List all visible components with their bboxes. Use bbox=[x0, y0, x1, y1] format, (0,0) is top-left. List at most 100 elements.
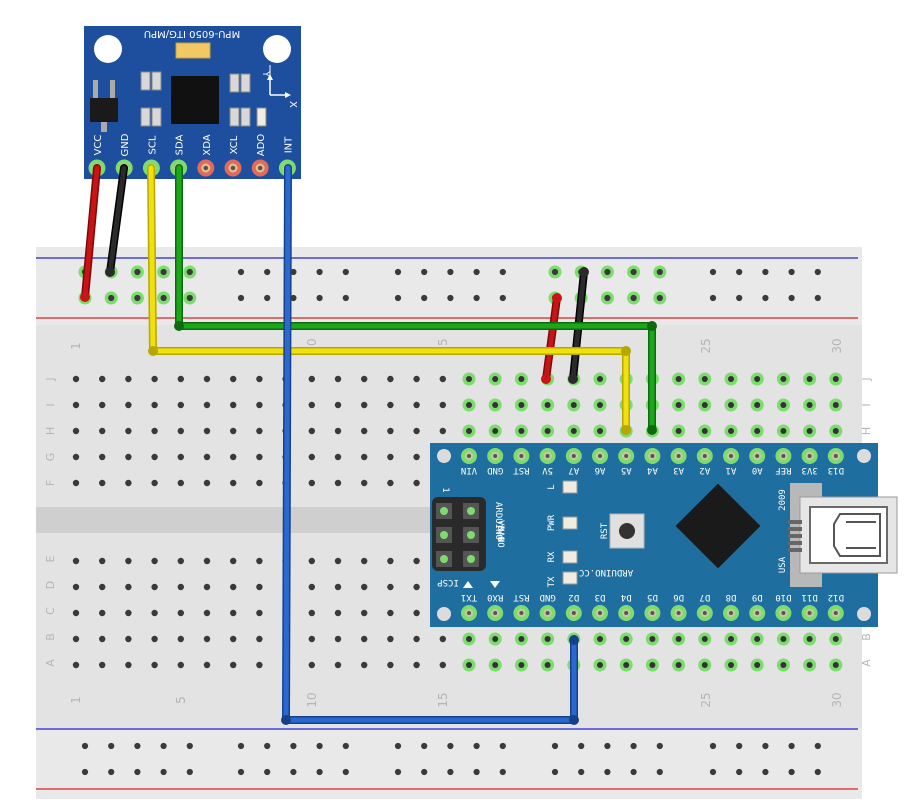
breadboard-hole bbox=[754, 376, 761, 382]
breadboard-hole bbox=[701, 662, 708, 668]
led-tx bbox=[562, 571, 578, 585]
rail-hole bbox=[814, 768, 821, 776]
breadboard-hole bbox=[308, 427, 315, 435]
nano-label-arduino: ARDUINO bbox=[493, 502, 503, 540]
rail-hole bbox=[788, 742, 795, 750]
nano-pin-center bbox=[493, 454, 498, 458]
mpu-pin-label: ADO bbox=[256, 134, 267, 157]
breadboard-hole bbox=[701, 402, 708, 408]
breadboard-hole bbox=[308, 401, 315, 409]
wire-mpu-vcc-red-core bbox=[82, 165, 100, 300]
breadboard-hole bbox=[832, 636, 839, 642]
breadboard-hole bbox=[728, 428, 734, 434]
col-num-25-top: 25 bbox=[699, 338, 713, 353]
breadboard-hole bbox=[728, 662, 734, 668]
nano-pin-center bbox=[650, 454, 655, 458]
rail-hole bbox=[762, 768, 769, 776]
rail-hole bbox=[108, 742, 115, 750]
reset-button-cap[interactable] bbox=[619, 523, 635, 539]
rail-hole bbox=[316, 294, 323, 302]
breadboard-hole bbox=[570, 402, 577, 408]
nano-pin-center bbox=[545, 611, 550, 615]
nano-bottom-pin-label: D6 bbox=[673, 592, 684, 602]
rail-hole bbox=[134, 742, 141, 750]
breadboard-hole bbox=[203, 375, 211, 383]
wire-scl-yellow-core bbox=[148, 165, 629, 433]
breadboard-hole bbox=[308, 635, 315, 643]
smd-capacitor bbox=[140, 107, 151, 127]
rail-hole bbox=[81, 768, 89, 776]
nano-label-rst: RST bbox=[600, 522, 610, 539]
rail-hole bbox=[160, 768, 167, 776]
nano-label-version: V3.0 bbox=[495, 520, 505, 542]
breadboard-hole bbox=[99, 609, 106, 617]
breadboard-hole bbox=[387, 609, 394, 617]
rail-hole bbox=[447, 768, 454, 776]
nano-bottom-pin-label: D10 bbox=[775, 592, 791, 602]
rail-hole bbox=[656, 294, 663, 302]
led-pwr bbox=[562, 516, 578, 530]
nano-pin-center bbox=[702, 611, 707, 615]
breadboard-hole bbox=[125, 375, 132, 383]
breadboard-hole bbox=[780, 376, 787, 382]
breadboard-hole bbox=[544, 402, 551, 408]
wire-end-dot bbox=[569, 635, 579, 645]
axis-y-label: Y bbox=[260, 70, 271, 78]
breadboard-hole bbox=[413, 583, 420, 591]
breadboard-hole bbox=[387, 661, 394, 669]
mpu-mount-hole-right bbox=[263, 35, 291, 63]
nano-top-pin-label: A5 bbox=[621, 465, 632, 475]
breadboard-hole bbox=[387, 375, 394, 383]
breadboard-hole bbox=[308, 453, 315, 461]
breadboard-hole bbox=[361, 479, 368, 487]
wire-end-dot bbox=[569, 715, 579, 725]
breadboard-hole bbox=[177, 583, 184, 591]
breadboard-hole bbox=[230, 479, 237, 487]
rail-hole bbox=[736, 294, 743, 302]
breadboard-hole bbox=[177, 557, 184, 565]
breadboard-hole bbox=[361, 635, 368, 643]
row-letter-B-left: B bbox=[44, 633, 57, 641]
wire-end-dot bbox=[105, 267, 115, 277]
breadboard-hole bbox=[439, 401, 446, 409]
row-letter-F-left: F bbox=[44, 480, 57, 486]
icsp-header bbox=[432, 497, 486, 571]
breadboard-hole bbox=[832, 662, 839, 668]
breadboard-hole bbox=[177, 635, 184, 643]
breadboard-hole bbox=[203, 479, 211, 487]
breadboard-hole bbox=[230, 401, 237, 409]
breadboard-hole bbox=[308, 375, 315, 383]
rail-hole bbox=[473, 768, 480, 776]
nano-pin-center bbox=[650, 611, 655, 615]
rail-hole bbox=[237, 294, 245, 302]
breadboard-hole bbox=[413, 375, 420, 383]
rail-hole bbox=[551, 742, 559, 750]
wire-sda-green-core bbox=[176, 165, 655, 433]
mpu-pin-label: SCL bbox=[147, 135, 158, 154]
breadboard-hole bbox=[334, 635, 342, 643]
nano-bottom-pin-label: D9 bbox=[752, 592, 763, 602]
rail-hole bbox=[604, 294, 611, 302]
rail-hole bbox=[499, 268, 506, 276]
breadboard-hole bbox=[151, 375, 158, 383]
rail-hole bbox=[421, 294, 428, 302]
breadboard-hole bbox=[439, 635, 446, 643]
breadboard-hole bbox=[72, 609, 80, 617]
breadboard-hole bbox=[492, 402, 499, 408]
breadboard-hole bbox=[492, 428, 499, 434]
rail-hole bbox=[762, 294, 769, 302]
rail-hole bbox=[630, 742, 637, 750]
led-rx bbox=[562, 550, 578, 564]
col-num-15-bottom: 15 bbox=[436, 692, 450, 707]
rail-hole bbox=[551, 268, 559, 276]
nano-pin-center bbox=[729, 454, 733, 458]
breadboard-hole bbox=[151, 479, 158, 487]
breadboard-hole bbox=[99, 453, 106, 461]
breadboard-hole bbox=[780, 402, 787, 408]
breadboard-hole bbox=[806, 428, 813, 434]
nano-pin-center bbox=[755, 454, 760, 458]
breadboard-hole bbox=[256, 453, 263, 461]
voltage-regulator bbox=[90, 98, 118, 122]
breadboard-hole bbox=[361, 427, 368, 435]
